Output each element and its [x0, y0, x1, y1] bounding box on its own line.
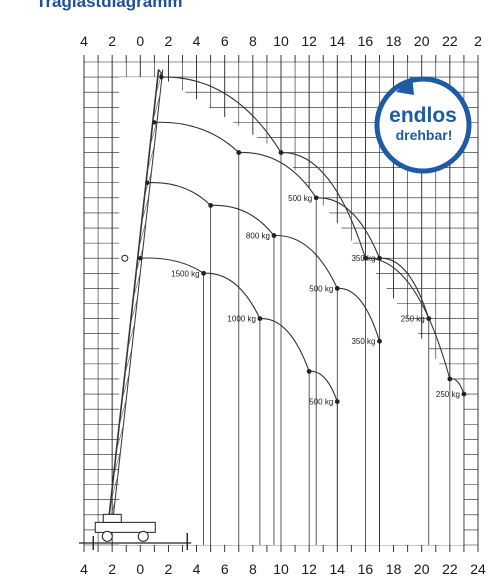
- top-tick-label: 14: [329, 33, 345, 49]
- curve-start-point: [159, 74, 164, 80]
- bottom-tick-label: 14: [329, 561, 345, 577]
- badge-arrow-icon: [396, 76, 414, 95]
- load-point: [334, 286, 340, 291]
- load-label: 1000 kg: [227, 315, 255, 324]
- crane-illustration: [79, 69, 192, 550]
- crane-hook-icon: [158, 69, 163, 76]
- bottom-tick-label: 12: [301, 561, 317, 577]
- crane-lattice: [127, 323, 135, 350]
- bottom-tick-label: 0: [136, 561, 144, 577]
- load-point: [271, 233, 277, 238]
- bottom-tick-label: 18: [386, 561, 402, 577]
- top-tick-label: 22: [442, 33, 458, 49]
- load-point: [334, 399, 340, 405]
- badge-ring: [374, 76, 472, 174]
- top-tick-label: 10: [273, 33, 289, 49]
- crane-lattice: [118, 399, 127, 426]
- crane-lattice: [152, 94, 161, 121]
- load-point: [257, 316, 263, 321]
- crane-lattice: [141, 196, 150, 223]
- crane-lattice: [110, 475, 119, 502]
- crane-wheel: [101, 530, 113, 542]
- crane-lattice: [124, 348, 133, 375]
- load-label: 500 kg: [288, 194, 312, 203]
- bottom-tick-label: 2: [108, 561, 116, 577]
- bottom-tick-label: 24: [470, 561, 486, 577]
- curve-start-point: [138, 256, 143, 261]
- top-tick-label: 2: [108, 33, 116, 49]
- top-tick-label: 12: [301, 33, 317, 49]
- bottom-tick-label: 10: [273, 561, 289, 577]
- crane-lattice: [113, 450, 121, 477]
- load-label: 350 kg: [351, 254, 375, 263]
- load-point: [236, 150, 242, 155]
- top-tick-label: 8: [249, 33, 257, 49]
- load-point: [377, 255, 382, 261]
- load-point: [278, 150, 284, 155]
- curve-start-point: [145, 180, 150, 185]
- crane-lattice: [138, 221, 147, 248]
- load-point: [426, 316, 432, 321]
- load-point: [208, 202, 214, 208]
- top-tick-label: 0: [136, 33, 144, 49]
- top-tick-label: 6: [221, 33, 229, 49]
- bottom-tick-label: 16: [358, 561, 374, 577]
- badge-line2: drehbar!: [396, 127, 453, 143]
- load-point: [313, 195, 319, 201]
- load-label: 500 kg: [309, 398, 333, 407]
- load-label: 800 kg: [246, 232, 270, 241]
- top-tick-label: 4: [80, 33, 88, 49]
- load-point: [461, 391, 467, 397]
- badge-line1: endlos: [389, 104, 457, 127]
- load-label: 250 kg: [401, 315, 425, 324]
- load-label: 1500 kg: [171, 269, 199, 278]
- bottom-tick-label: 20: [414, 561, 430, 577]
- top-tick-label: 18: [386, 33, 402, 49]
- crane-joint: [121, 254, 129, 262]
- bottom-tick-label: 4: [80, 561, 88, 577]
- load-label: 350 kg: [351, 337, 375, 346]
- crane-lattice: [149, 120, 158, 146]
- crane-lattice: [130, 298, 138, 324]
- crane-lattice: [121, 374, 130, 400]
- page-title: Traglastdiagramm: [36, 0, 183, 11]
- load-point: [363, 255, 368, 261]
- bottom-tick-label: 4: [193, 561, 201, 577]
- load-point: [306, 369, 312, 374]
- load-point: [377, 338, 382, 344]
- crane-lattice: [116, 425, 124, 451]
- bottom-tick-label: 6: [221, 561, 229, 577]
- endless-rotation-badge: endlos drehbar!: [374, 76, 472, 174]
- top-tick-label: 2: [474, 33, 482, 49]
- top-tick-label: 20: [414, 33, 430, 49]
- crane-wheel: [137, 530, 149, 542]
- load-label: 250 kg: [436, 390, 460, 399]
- load-point: [447, 376, 453, 382]
- crane-lattice: [132, 272, 141, 299]
- curve-area-mask: [119, 77, 464, 545]
- top-tick-label: 16: [358, 33, 374, 49]
- bottom-tick-label: 2: [165, 561, 173, 577]
- load-curves: 250 kg 500 kg 350 kg 250 kg 800 kg 500 kg 350 …: [138, 74, 467, 545]
- top-tick-label: 2: [165, 33, 173, 49]
- load-label: 500 kg: [309, 284, 333, 293]
- bottom-tick-label: 8: [249, 561, 257, 577]
- top-tick-label: 4: [193, 33, 201, 49]
- crane-chassis: [94, 521, 156, 533]
- crane-cab: [102, 513, 122, 523]
- curve-start-point: [152, 120, 157, 125]
- crane-lattice: [147, 145, 155, 172]
- load-point: [201, 270, 207, 276]
- bottom-tick-label: 22: [442, 561, 458, 577]
